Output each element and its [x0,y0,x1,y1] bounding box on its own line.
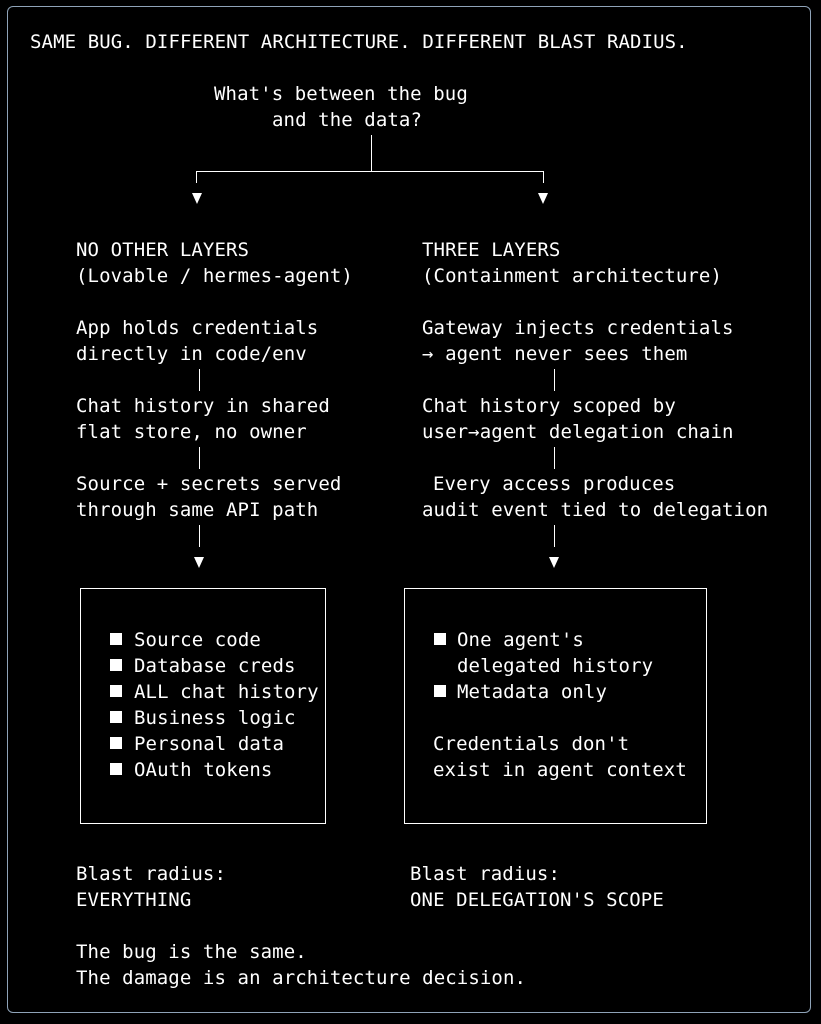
left-box-item-5: Personal data [134,733,285,755]
right-step-1-line-1: Gateway injects credentials [422,317,734,339]
bullet-icon [434,685,446,697]
right-step-2-line-2: user→agent delegation chain [422,421,734,443]
right-step-3-line-1: Every access produces [433,473,676,495]
left-connector-1 [199,369,200,391]
left-exposure-box [80,588,326,824]
bullet-icon [110,685,122,697]
right-step-3-line-2: audit event tied to delegation [422,499,769,521]
left-box-item-1: Source code [134,629,261,651]
right-exposure-box [404,588,707,824]
left-connector-2 [199,447,200,469]
branch-left-drop [196,171,197,183]
right-blast-label: Blast radius: [410,863,561,885]
left-connector-3 [199,525,200,547]
branch-right-drop [543,171,544,183]
bullet-icon [110,659,122,671]
left-heading: NO OTHER LAYERS [76,239,250,261]
left-step-2-line-1: Chat history in shared [76,395,330,417]
right-subheading: (Containment architecture) [422,265,723,287]
bullet-icon [110,763,122,775]
conclusion-line-1: The bug is the same. [76,941,307,963]
left-step-1-line-1: App holds credentials [76,317,319,339]
bullet-icon [110,711,122,723]
left-step-1-line-2: directly in code/env [76,343,307,365]
bullet-icon [110,633,122,645]
left-subheading: (Lovable / hermes-agent) [76,265,353,287]
left-box-item-6: OAuth tokens [134,759,273,781]
left-step-2-line-2: flat store, no owner [76,421,307,443]
right-box-note-line-1: Credentials don't [433,733,630,755]
right-box-item-1-line-2: delegated history [457,655,654,677]
left-blast-value: EVERYTHING [76,889,192,911]
question-line-2: and the data? [272,109,423,131]
question-stem-line [371,135,372,171]
right-step-1-line-2: → agent never sees them [422,343,688,365]
branch-horizontal-line [196,171,544,172]
right-step-2-line-1: Chat history scoped by [422,395,676,417]
right-connector-2 [554,447,555,469]
right-box-note-line-2: exist in agent context [433,759,687,781]
left-step-3-line-2: through same API path [76,499,319,521]
right-box-item-2: Metadata only [457,681,608,703]
right-down-arrow-icon [549,557,559,568]
question-line-1: What's between the bug [214,83,468,105]
conclusion-line-2: The damage is an architecture decision. [76,967,527,989]
right-connector-1 [554,369,555,391]
branch-right-arrow-icon [538,193,548,204]
right-heading: THREE LAYERS [422,239,561,261]
left-down-arrow-icon [194,557,204,568]
left-blast-label: Blast radius: [76,863,227,885]
bullet-icon [434,633,446,645]
diagram-frame [7,6,811,1013]
branch-left-arrow-icon [192,193,202,204]
diagram-title: SAME BUG. DIFFERENT ARCHITECTURE. DIFFER… [30,31,688,53]
right-connector-3 [554,525,555,547]
right-blast-value: ONE DELEGATION'S SCOPE [410,889,664,911]
left-box-item-3: ALL chat history [134,681,319,703]
left-box-item-4: Business logic [134,707,296,729]
bullet-icon [110,737,122,749]
right-box-item-1-line-1: One agent's [457,629,584,651]
left-box-item-2: Database creds [134,655,296,677]
left-step-3-line-1: Source + secrets served [76,473,342,495]
